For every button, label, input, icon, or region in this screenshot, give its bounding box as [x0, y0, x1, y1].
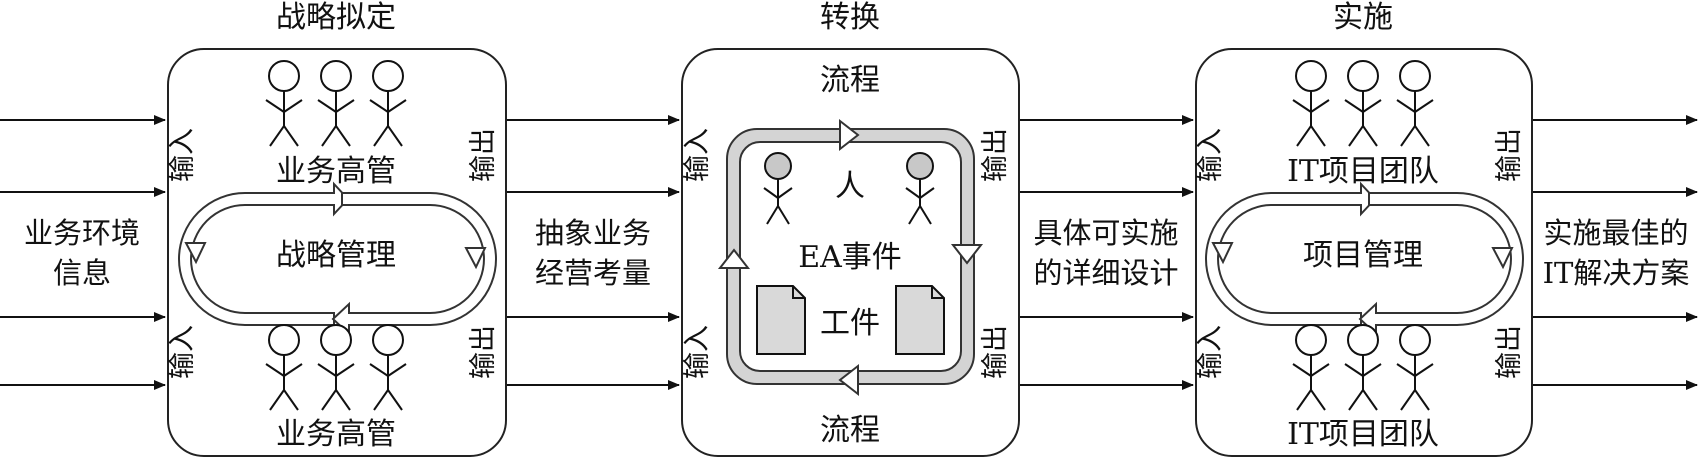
cycle-arrow-icon — [1205, 181, 1524, 337]
input-label-top: 输入 — [167, 128, 198, 182]
left-flow-label-line1: 业务环境 — [24, 216, 140, 250]
output-label-top: 输出 — [468, 128, 499, 182]
output-label-top: 输出 — [980, 128, 1011, 182]
left-flow-label-line2: 信息 — [53, 256, 111, 290]
output-label-bottom: 输出 — [1494, 325, 1525, 379]
it-team-bottom-label: IT项目团队 — [1287, 417, 1439, 452]
it-team-top-label: IT项目团队 — [1287, 154, 1439, 189]
mid1-flow-label-line1: 抽象业务 — [535, 216, 651, 250]
mid2-flow-label-line1: 具体可实施 — [1033, 216, 1178, 250]
flow-arrows — [0, 115, 1698, 390]
mid1-flow-label-line2: 经营考量 — [535, 256, 651, 290]
right-flow-label-line1: 实施最佳的 — [1543, 216, 1688, 250]
stage-frame — [167, 48, 507, 457]
input-label-bottom: 输入 — [167, 325, 198, 379]
document-icon — [756, 285, 806, 355]
input-label-bottom: 输入 — [682, 325, 713, 379]
artifacts-label: 工件 — [820, 306, 880, 341]
executives-bottom-label: 业务高管 — [276, 417, 396, 452]
process-label-bottom: 流程 — [820, 413, 880, 448]
stage-strategy: 战略拟定 业务高管 战略管理 业务高管 输入 输入 输出 输出 — [167, 0, 507, 457]
stage-title: 战略拟定 — [276, 0, 396, 35]
output-label-bottom: 输出 — [468, 325, 499, 379]
stage-title: 转换 — [820, 0, 880, 35]
mid2-flow-label-line2: 的详细设计 — [1033, 256, 1178, 290]
flow-labels: 业务环境 信息 抽象业务 经营考量 具体可实施 的详细设计 实施最佳的 IT解决… — [24, 216, 1689, 290]
strategy-management-label: 战略管理 — [276, 238, 396, 273]
input-label-top: 输入 — [682, 128, 713, 182]
process-label-top: 流程 — [820, 63, 880, 98]
stage-implementation: 实施 IT项目团队 项目管理 IT项目团队 输入 输入 输出 输出 — [1195, 0, 1533, 457]
stage-transform: 转换 流程 人 EA事件 工件 流程 输入 输入 输出 输出 — [681, 0, 1020, 457]
project-management-label: 项目管理 — [1303, 238, 1423, 273]
input-label-bottom: 输入 — [1195, 325, 1226, 379]
ea-event-label: EA事件 — [798, 240, 902, 275]
input-label-top: 输入 — [1195, 128, 1226, 182]
stage-title: 实施 — [1333, 0, 1393, 35]
output-label-top: 输出 — [1494, 128, 1525, 182]
output-label-bottom: 输出 — [980, 325, 1011, 379]
people-label: 人 — [835, 169, 865, 204]
right-flow-label-line2: IT解决方案 — [1543, 256, 1690, 290]
cycle-arrow-icon — [178, 181, 497, 337]
document-icon — [895, 285, 945, 355]
executives-top-label: 业务高管 — [276, 154, 396, 189]
stage-frame — [1195, 48, 1533, 457]
